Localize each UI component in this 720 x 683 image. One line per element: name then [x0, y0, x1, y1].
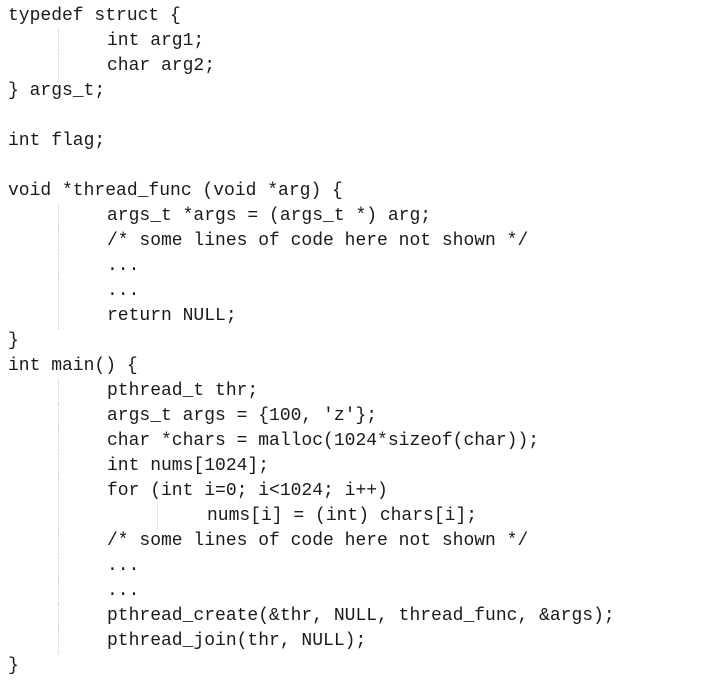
- indent-guide: [58, 579, 59, 604]
- code-text: char *chars = malloc(1024*sizeof(char));: [107, 431, 540, 451]
- indent-guide: [58, 304, 59, 329]
- indent-guide: [157, 504, 158, 529]
- code-text: } args_t;: [8, 81, 106, 101]
- code-text: pthread_create(&thr, NULL, thread_func, …: [107, 606, 615, 626]
- indent-guide: [58, 204, 59, 229]
- indent-guide: [58, 529, 59, 554]
- code-text: char arg2;: [107, 56, 216, 76]
- indent-guide: [58, 229, 59, 254]
- indent-guide: [58, 379, 59, 404]
- code-text: void *thread_func (void *arg) {: [8, 181, 343, 201]
- indent-guide: [58, 254, 59, 279]
- code-text: return NULL;: [107, 306, 237, 326]
- indent-guide: [58, 54, 59, 79]
- code-text: args_t *args = (args_t *) arg;: [107, 206, 432, 226]
- indent-guide: [58, 504, 59, 529]
- code-text: ...: [107, 256, 140, 276]
- code-text: ...: [107, 581, 140, 601]
- code-text: /* some lines of code here not shown */: [107, 231, 529, 251]
- indent-guide: [58, 629, 59, 654]
- code-text: pthread_join(thr, NULL);: [107, 631, 367, 651]
- indent-guide: [58, 554, 59, 579]
- code-text: int flag;: [8, 131, 106, 151]
- code-text: args_t args = {100, 'z'};: [107, 406, 378, 426]
- indent-guide: [58, 604, 59, 629]
- code-text: ...: [107, 281, 140, 301]
- code-text: pthread_t thr;: [107, 381, 259, 401]
- indent-guide: [58, 454, 59, 479]
- code-text: int main() {: [8, 356, 138, 376]
- indent-guide: [58, 429, 59, 454]
- code-text: nums[i] = (int) chars[i];: [207, 506, 478, 526]
- code-text: }: [8, 656, 19, 676]
- indent-guide: [58, 279, 59, 304]
- code-text: typedef struct {: [8, 6, 181, 26]
- indent-guide: [58, 479, 59, 504]
- code-text: int arg1;: [107, 31, 205, 51]
- code-text: }: [8, 331, 19, 351]
- indent-guide: [58, 29, 59, 54]
- code-text: /* some lines of code here not shown */: [107, 531, 529, 551]
- code-text: int nums[1024];: [107, 456, 270, 476]
- indent-guide: [58, 404, 59, 429]
- code-text: for (int i=0; i<1024; i++): [107, 481, 388, 501]
- code-text: ...: [107, 556, 140, 576]
